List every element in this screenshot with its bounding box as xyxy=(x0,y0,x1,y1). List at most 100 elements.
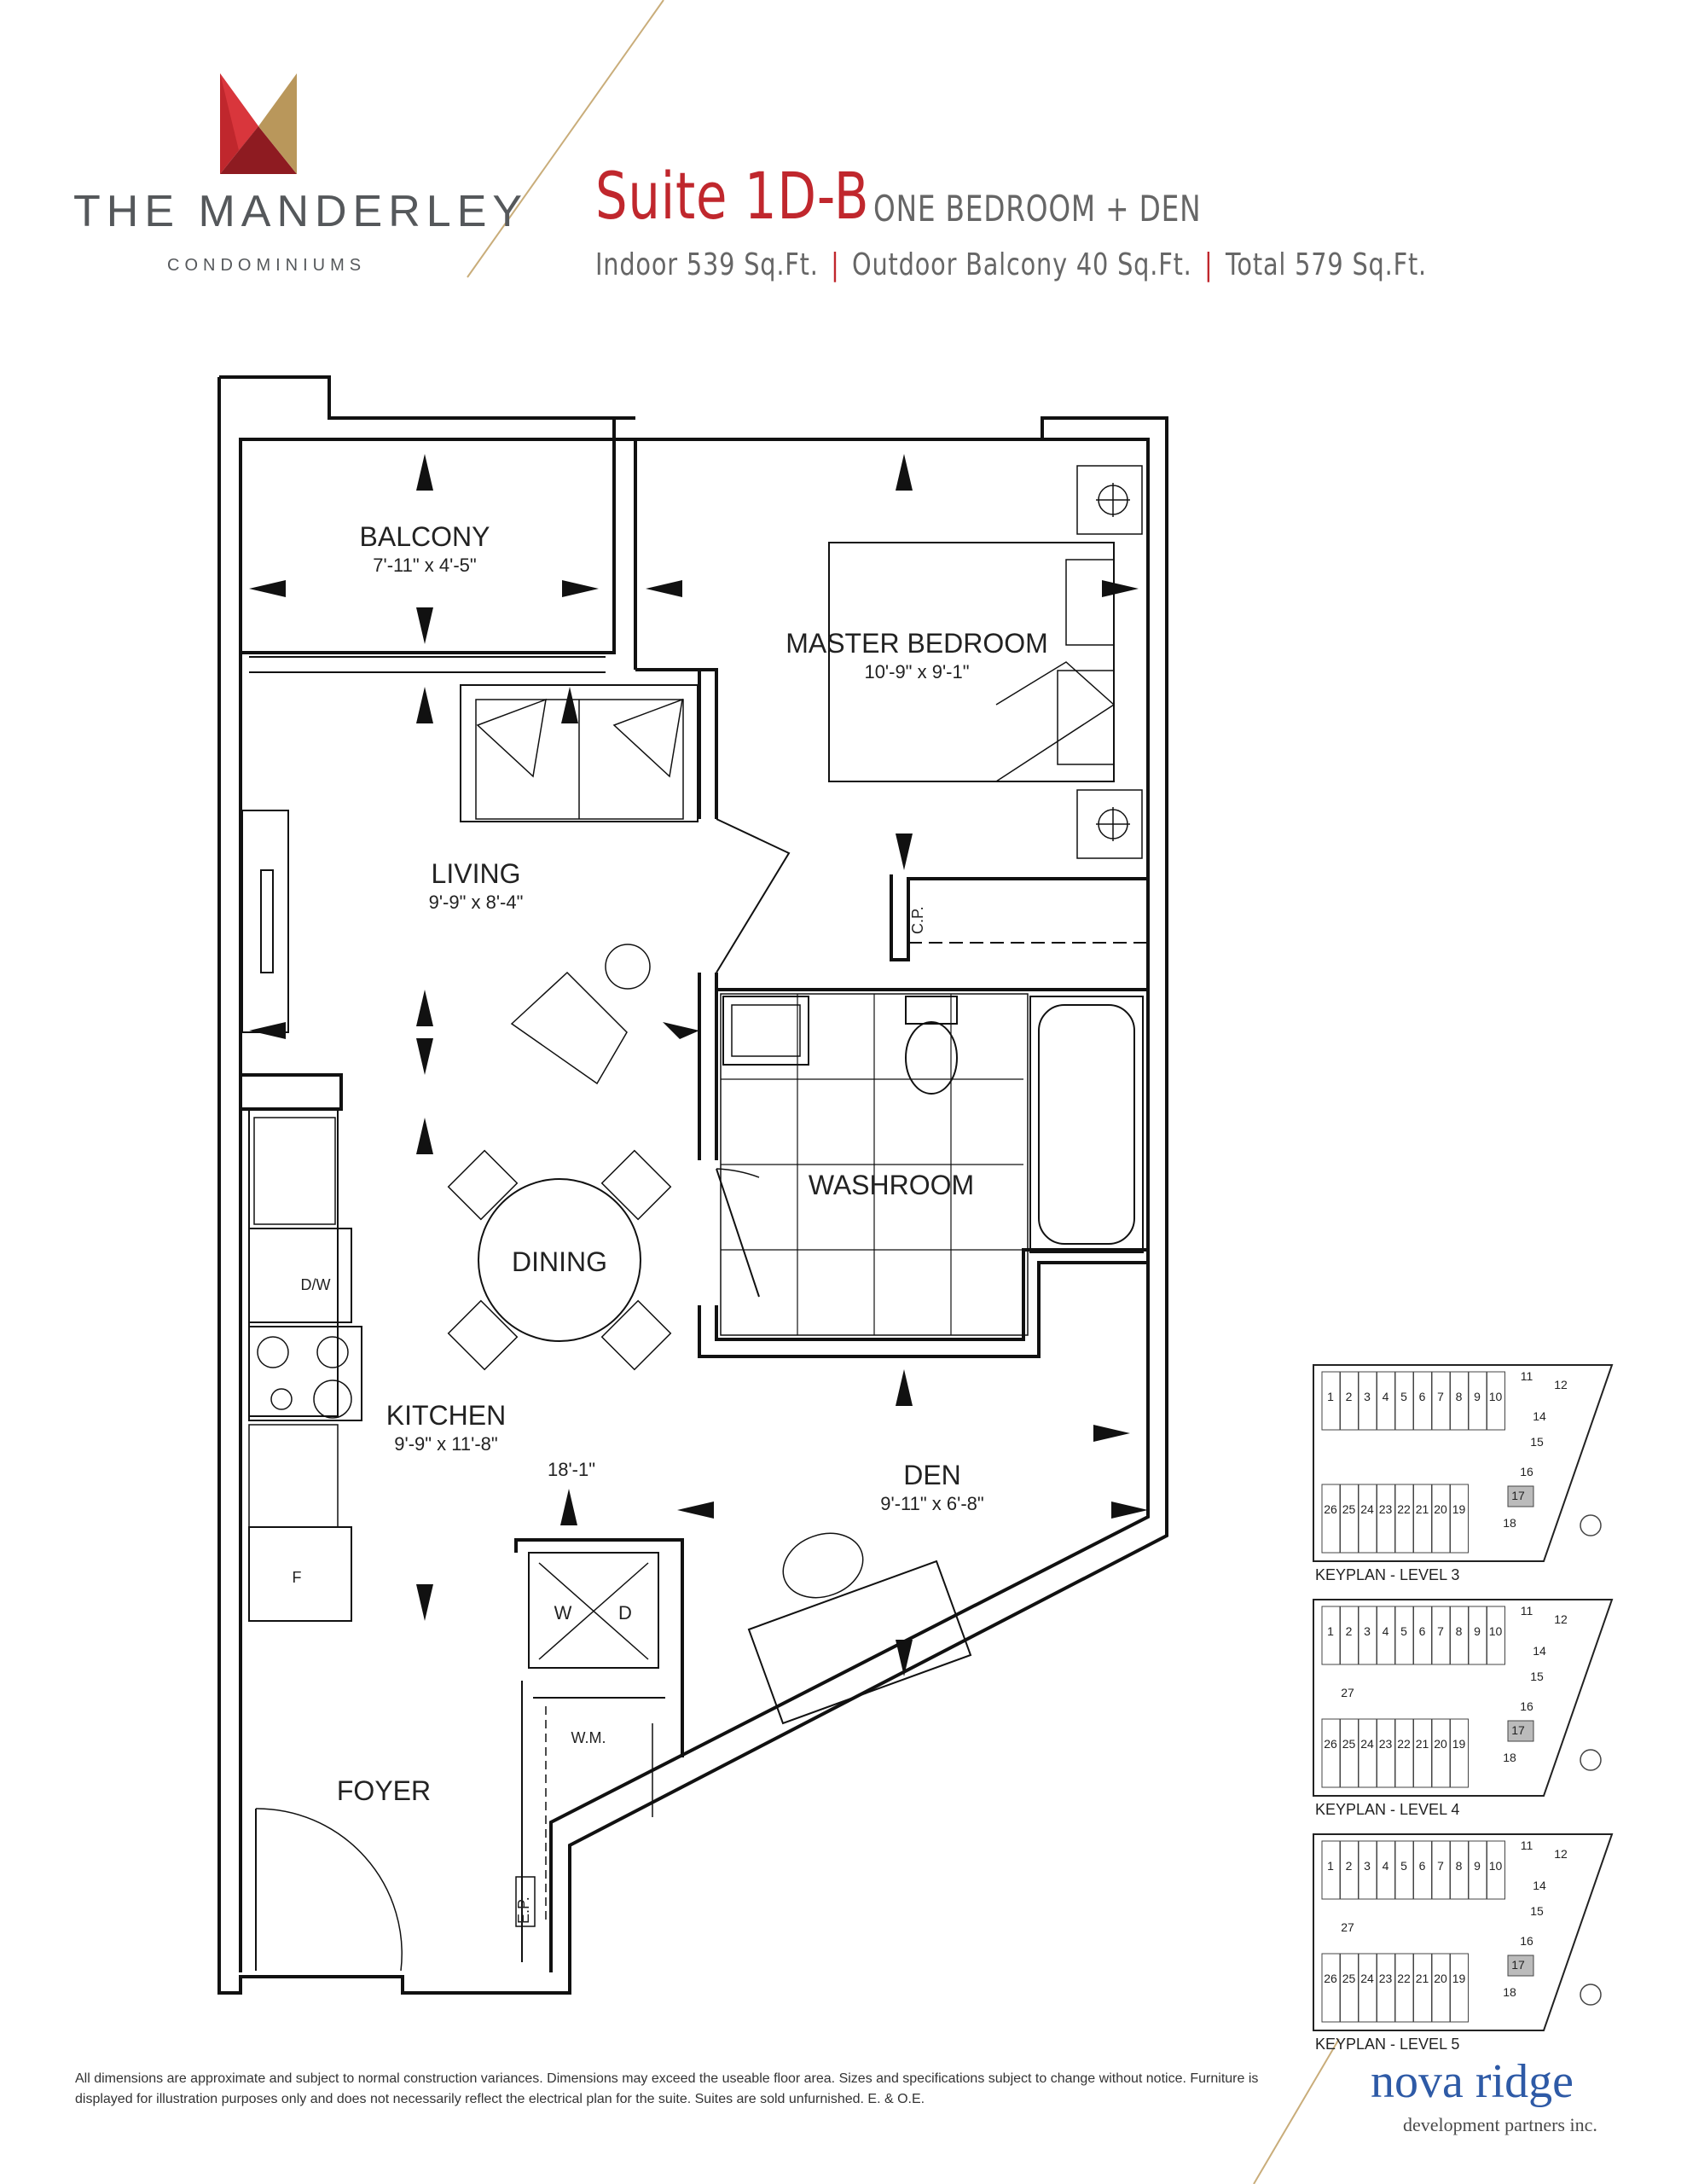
keyplan-unit: 3 xyxy=(1364,1390,1371,1403)
dining-label: DINING xyxy=(512,1246,607,1277)
outer-wall xyxy=(217,375,1168,1995)
keyplan-unit: 25 xyxy=(1342,1737,1356,1751)
washer-label: W xyxy=(554,1602,572,1623)
developer-logo: nova ridge xyxy=(1371,2055,1574,2108)
keyplan-unit: 20 xyxy=(1434,1737,1447,1751)
keyplan-unit: 25 xyxy=(1342,1502,1356,1516)
total-area: Total 579 Sq.Ft. xyxy=(1225,247,1428,282)
keyplan-unit: 8 xyxy=(1456,1390,1463,1403)
keyplan-unit: 2 xyxy=(1346,1390,1353,1403)
keyplan-unit: 4 xyxy=(1383,1859,1389,1873)
keyplan-unit: 17 xyxy=(1511,1489,1525,1502)
keyplan-unit: 11 xyxy=(1521,1838,1533,1852)
north-arrow-icon xyxy=(1580,1749,1602,1771)
keyplan-unit: 22 xyxy=(1397,1737,1411,1751)
keyplan-unit: 14 xyxy=(1533,1409,1546,1423)
dishwasher-label: D/W xyxy=(301,1276,331,1293)
suite-title: Suite 1D-B xyxy=(595,158,870,234)
keyplan-unit: 12 xyxy=(1554,1378,1568,1391)
keyplan-unit: 19 xyxy=(1452,1972,1466,1985)
keyplan-unit: 6 xyxy=(1419,1390,1426,1403)
cp-label: C.P. xyxy=(909,906,926,934)
kitchen-dims: 9'-9" x 11'-8" xyxy=(394,1433,497,1455)
keyplan-unit: 25 xyxy=(1342,1972,1356,1985)
developer-subtitle: development partners inc. xyxy=(1403,2114,1597,2135)
keyplan-unit: 4 xyxy=(1383,1624,1389,1638)
keyplan-caption: KEYPLAN - LEVEL 3 xyxy=(1315,1566,1459,1583)
keyplan-unit: 1 xyxy=(1327,1624,1334,1638)
keyplan-unit: 24 xyxy=(1360,1502,1374,1516)
keyplan-unit: 15 xyxy=(1530,1670,1544,1683)
keyplan-unit: 9 xyxy=(1474,1859,1481,1873)
keyplan-unit: 5 xyxy=(1400,1624,1407,1638)
keyplan-unit: 27 xyxy=(1341,1920,1354,1934)
keyplan-unit: 9 xyxy=(1474,1390,1481,1403)
keyplan-unit: 18 xyxy=(1503,1985,1516,1999)
indoor-area: Indoor 539 Sq.Ft. xyxy=(595,247,819,282)
keyplan-unit: 16 xyxy=(1520,1934,1533,1948)
keyplan-unit: 3 xyxy=(1364,1624,1371,1638)
keyplan-unit: 11 xyxy=(1521,1369,1533,1383)
brand-subtitle: CONDOMINIUMS xyxy=(167,256,367,275)
keyplan-unit: 9 xyxy=(1474,1624,1481,1638)
balcony-dims: 7'-11" x 4'-5" xyxy=(373,555,476,576)
keyplan-unit: 23 xyxy=(1379,1502,1393,1516)
brand-name: THE MANDERLEY xyxy=(73,187,529,236)
inner-wall xyxy=(241,438,1150,1972)
keyplan-unit: 27 xyxy=(1341,1686,1354,1699)
keyplan-unit: 23 xyxy=(1379,1737,1393,1751)
keyplan-caption: KEYPLAN - LEVEL 4 xyxy=(1315,1801,1459,1818)
keyplan-unit: 18 xyxy=(1503,1516,1516,1530)
keyplan-unit: 20 xyxy=(1434,1502,1447,1516)
keyplan-unit: 7 xyxy=(1437,1859,1444,1873)
separator: | xyxy=(1204,247,1214,282)
dryer-label: D xyxy=(618,1602,632,1623)
balcony-outline xyxy=(239,438,616,654)
keyplan-unit: 22 xyxy=(1397,1502,1411,1516)
disclaimer: All dimensions are approximate and subje… xyxy=(75,2071,1259,2106)
living-label: LIVING xyxy=(432,858,521,889)
kitchen-label: KITCHEN xyxy=(386,1400,506,1431)
den-length-dim: 18'-1" xyxy=(548,1459,595,1480)
keyplan-unit: 21 xyxy=(1416,1972,1429,1985)
keyplan-unit: 23 xyxy=(1379,1972,1393,1985)
keyplan-unit: 5 xyxy=(1400,1859,1407,1873)
keyplan-unit: 14 xyxy=(1533,1879,1546,1892)
keyplan-unit: 26 xyxy=(1324,1737,1337,1751)
separator: | xyxy=(831,247,840,282)
wm-label: W.M. xyxy=(571,1729,606,1746)
keyplan-unit: 17 xyxy=(1511,1723,1525,1737)
keyplan-unit: 4 xyxy=(1383,1390,1389,1403)
outdoor-area: Outdoor Balcony 40 Sq.Ft. xyxy=(852,247,1192,282)
keyplan-unit: 21 xyxy=(1416,1502,1429,1516)
keyplan-unit: 5 xyxy=(1400,1390,1407,1403)
foyer-label: FOYER xyxy=(337,1775,431,1806)
fridge-label: F xyxy=(293,1569,302,1586)
keyplan-unit: 24 xyxy=(1360,1972,1374,1985)
keyplan-unit: 3 xyxy=(1364,1859,1371,1873)
keyplan-unit: 16 xyxy=(1520,1465,1533,1478)
keyplan-unit: 2 xyxy=(1346,1624,1353,1638)
keyplan-unit: 26 xyxy=(1324,1502,1337,1516)
keyplan-unit: 1 xyxy=(1327,1859,1334,1873)
keyplan-unit: 17 xyxy=(1511,1958,1525,1972)
keyplan-unit: 12 xyxy=(1554,1612,1568,1626)
keyplan-unit: 11 xyxy=(1521,1604,1533,1618)
washroom-label: WASHROOM xyxy=(809,1170,974,1200)
den-label: DEN xyxy=(903,1460,961,1490)
balcony-label: BALCONY xyxy=(360,521,490,552)
keyplan-unit: 26 xyxy=(1324,1972,1337,1985)
master-bedroom-label: MASTER BEDROOM xyxy=(786,628,1048,659)
keyplan-unit: 1 xyxy=(1327,1390,1334,1403)
keyplan-unit: 2 xyxy=(1346,1859,1353,1873)
keyplan-unit: 14 xyxy=(1533,1644,1546,1658)
keyplan-unit: 22 xyxy=(1397,1972,1411,1985)
ep-label: E.P. xyxy=(515,1896,532,1924)
area-summary: Indoor 539 Sq.Ft. | Outdoor Balcony 40 Sq.… xyxy=(595,247,1427,282)
keyplan-unit: 6 xyxy=(1419,1859,1426,1873)
keyplan-unit: 18 xyxy=(1503,1751,1516,1764)
